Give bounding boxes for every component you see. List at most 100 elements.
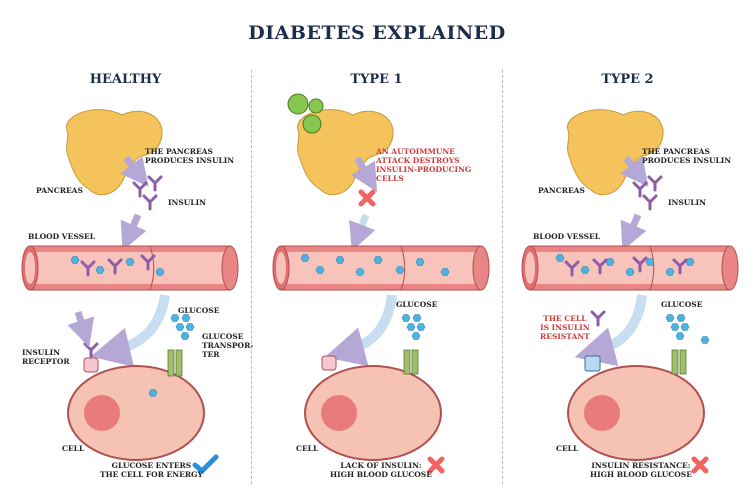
vessel-icon <box>272 245 490 291</box>
divider-1 <box>251 70 252 484</box>
transporter-icon <box>167 349 175 377</box>
insulin-icon <box>83 342 99 359</box>
glucose-icon <box>665 268 675 276</box>
insulin-icon <box>642 194 658 211</box>
caption-type2: INSULIN RESISTANCE: HIGH BLOOD GLUCOSE <box>590 461 692 479</box>
arrow-icon <box>620 213 647 251</box>
label-produces-insulin: THE PANCREAS PRODUCES INSULIN <box>145 147 235 165</box>
glucose-icon <box>416 323 426 331</box>
glucose-icon <box>675 332 685 340</box>
glucose-icon <box>315 266 325 274</box>
label-produces-insulin: THE PANCREAS PRODUCES INSULIN <box>642 147 732 165</box>
glucose-icon <box>645 258 655 266</box>
glucose-icon <box>555 254 565 262</box>
label-pancreas: PANCREAS <box>36 186 83 195</box>
glucose-icon <box>395 266 405 274</box>
label-blood-vessel: BLOOD VESSEL <box>533 232 600 241</box>
cell-icon <box>304 365 442 461</box>
glucose-icon <box>355 268 365 276</box>
virus-icon <box>308 98 324 114</box>
glucose-icon <box>580 266 590 274</box>
glucose-icon <box>185 323 195 331</box>
arrow-icon <box>120 213 147 251</box>
glucose-icon <box>670 323 680 331</box>
type1-panel <box>272 93 490 471</box>
glucose-icon <box>180 332 190 340</box>
cross-icon <box>361 192 373 204</box>
check-icon <box>192 454 219 475</box>
glucose-icon <box>665 314 675 322</box>
virus-icon <box>287 93 309 115</box>
insulin-icon <box>132 181 148 198</box>
glucose-icon <box>95 266 105 274</box>
label-autoimmune-attack: AN AUTOIMMUNE ATTACK DESTROYS INSULIN-PR… <box>376 147 472 183</box>
label-insulin: INSULIN <box>168 198 206 207</box>
glucose-icon <box>300 254 310 262</box>
label-blood-vessel: BLOOD VESSEL <box>28 232 95 241</box>
glucose-icon <box>412 314 422 322</box>
glucose-icon <box>680 323 690 331</box>
label-glucose: GLUCOSE <box>661 300 703 309</box>
transporter-icon <box>175 349 183 377</box>
cross-icon <box>694 459 706 471</box>
glucose-icon <box>373 256 383 264</box>
arrow-icon <box>350 156 378 193</box>
arrow-icon <box>67 310 95 348</box>
label-glucose: GLUCOSE <box>178 306 220 315</box>
label-receptor: INSULIN RECEPTOR <box>22 348 70 366</box>
vessel-icon <box>521 245 739 291</box>
insulin-icon <box>147 175 163 192</box>
insulin-icon <box>647 175 663 192</box>
transporter-icon <box>679 349 687 375</box>
arrow-icon <box>90 294 170 367</box>
glucose-icon <box>440 268 450 276</box>
glucose-icon <box>70 256 80 264</box>
arrow-icon <box>620 155 649 188</box>
glucose-icon <box>155 268 165 276</box>
glucose-icon <box>125 258 135 266</box>
heading-healthy: HEALTHY <box>89 72 162 87</box>
transporter-icon <box>671 349 679 375</box>
insulin-receptor-icon <box>83 357 99 373</box>
resistant-receptor-icon <box>584 355 601 372</box>
label-cell: CELL <box>556 444 579 453</box>
glucose-icon <box>625 268 635 276</box>
label-cell: CELL <box>296 444 319 453</box>
glucose-icon <box>676 314 686 322</box>
insulin-icon <box>632 181 648 198</box>
type2-panel <box>521 109 739 471</box>
cell-icon <box>567 365 705 461</box>
label-insulin: INSULIN <box>668 198 706 207</box>
page-title: DIABETES EXPLAINED <box>248 22 506 44</box>
vessel-icon <box>21 245 239 291</box>
glucose-icon <box>406 323 416 331</box>
glucose-icon <box>401 314 411 322</box>
heading-type1: TYPE 1 <box>350 72 403 87</box>
transporter-icon <box>411 349 419 375</box>
glucose-icon <box>411 332 421 340</box>
glucose-icon <box>181 314 191 322</box>
glucose-icon <box>335 256 345 264</box>
heading-type2: TYPE 2 <box>601 72 654 87</box>
label-insulin-resistant: THE CELL IS INSULIN RESISTANT <box>540 314 590 341</box>
insulin-icon <box>142 194 158 211</box>
divider-2 <box>502 70 503 484</box>
virus-icon <box>302 114 322 134</box>
label-pancreas: PANCREAS <box>538 186 585 195</box>
healthy-panel <box>21 109 239 475</box>
insulin-receptor-icon <box>321 355 337 371</box>
glucose-icon <box>415 258 425 266</box>
glucose-icon <box>700 336 710 344</box>
caption-healthy: GLUCOSE ENTERS THE CELL FOR ENERGY <box>100 461 203 479</box>
cell-icon <box>67 365 205 461</box>
arrow-icon <box>324 294 397 367</box>
arrow-icon <box>574 294 647 367</box>
arrow-icon <box>120 155 149 188</box>
label-glucose: GLUCOSE <box>396 300 438 309</box>
glucose-icon <box>175 323 185 331</box>
label-transporter: GLUCOSE TRANSPOR- TER <box>202 332 254 359</box>
label-cell: CELL <box>62 444 85 453</box>
arrow-icon <box>349 213 376 252</box>
insulin-icon <box>590 310 606 327</box>
